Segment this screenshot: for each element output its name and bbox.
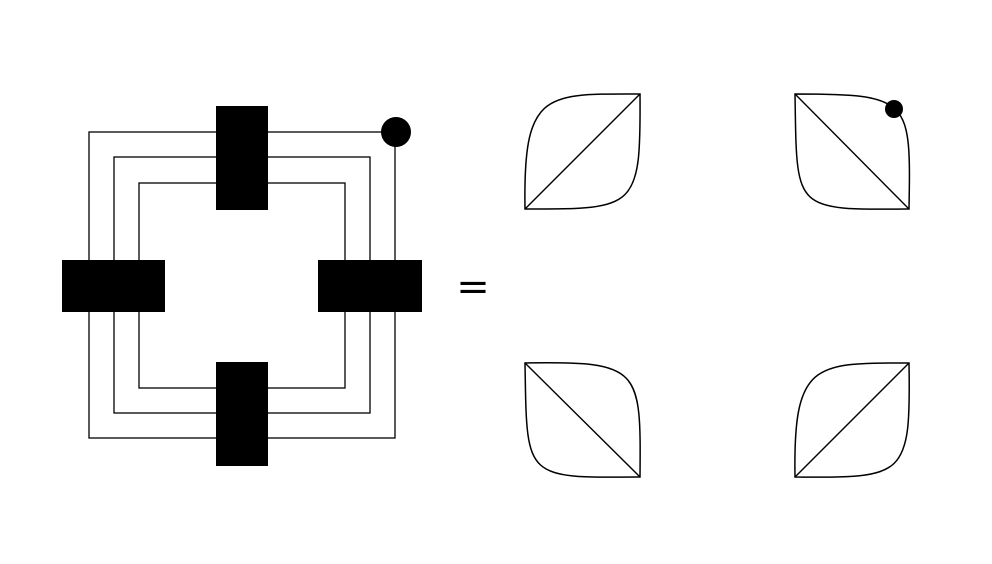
rhs-term-4	[794, 362, 911, 478]
lhs-loop-diagram	[62, 106, 422, 466]
inner-loop	[138, 182, 346, 389]
leaf-diagonal	[524, 362, 641, 478]
rhs-term-2	[794, 93, 911, 210]
corner-dot	[885, 100, 903, 118]
right-box	[318, 260, 422, 312]
corner-dot	[381, 117, 411, 147]
leaf-diagonal	[794, 93, 910, 210]
leaf-diagonal	[524, 93, 641, 210]
leaf-diagonal	[794, 362, 910, 478]
left-box	[62, 260, 165, 312]
top-box	[216, 106, 268, 210]
equals-sign: =	[456, 264, 490, 310]
rhs-term-1	[524, 93, 641, 210]
rhs-term-3	[524, 362, 641, 478]
bottom-box	[216, 362, 268, 466]
